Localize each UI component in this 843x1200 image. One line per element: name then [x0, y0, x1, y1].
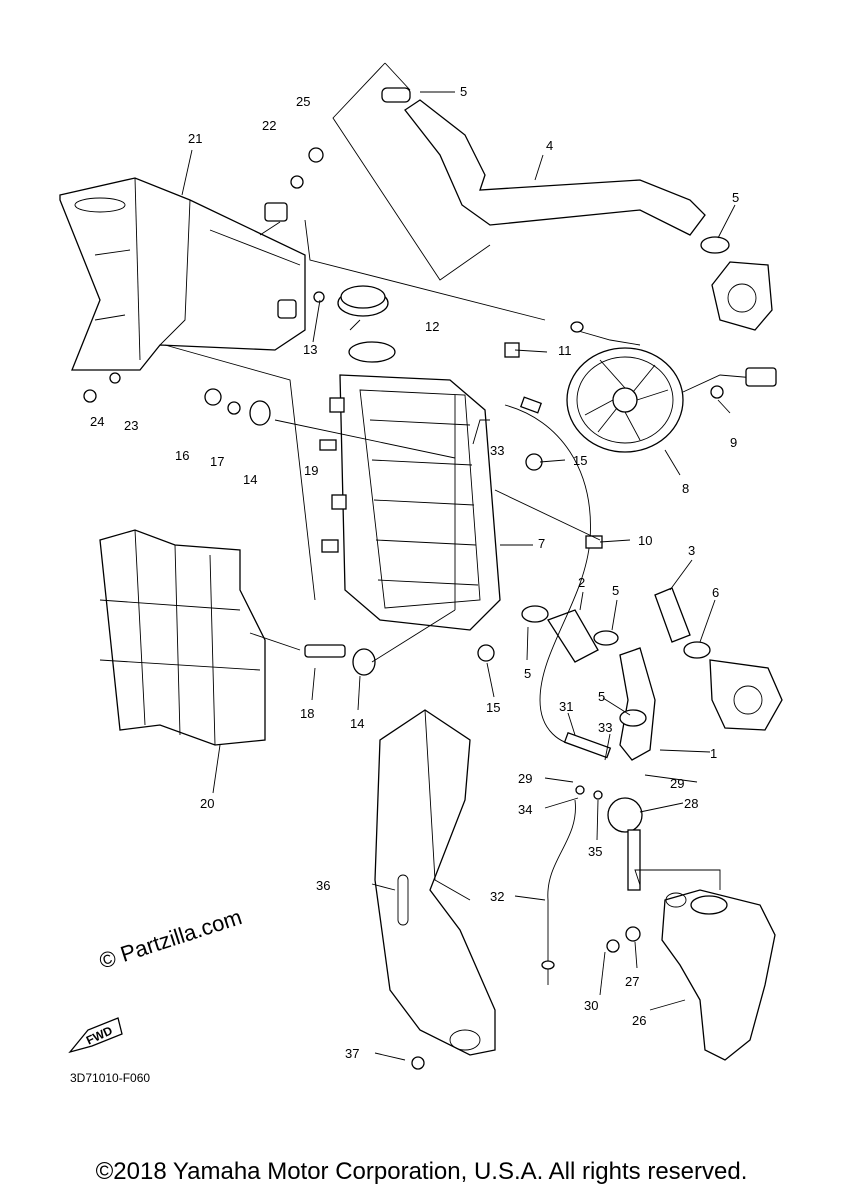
callout-37: 37: [345, 1046, 359, 1061]
callout-25: 25: [296, 94, 310, 109]
callout-14: 14: [350, 716, 364, 731]
callout-1: 1: [710, 746, 717, 761]
fastener-drawings: [83, 147, 724, 1070]
leader-lines: [164, 62, 736, 1061]
radiator-louver-drawing: [99, 529, 266, 746]
callout-20: 20: [200, 796, 214, 811]
callout-15: 15: [573, 453, 587, 468]
callout-24: 24: [90, 414, 104, 429]
callout-28: 28: [684, 796, 698, 811]
radiator-core-drawing: [319, 374, 501, 631]
callout-8: 8: [682, 481, 689, 496]
callout-30: 30: [584, 998, 598, 1013]
forward-direction-arrow: FWD: [68, 1017, 123, 1054]
callout-11: 11: [558, 343, 572, 358]
callout-14: 14: [243, 472, 257, 487]
callout-13: 13: [303, 342, 317, 357]
callout-3: 3: [688, 543, 695, 558]
callout-33: 33: [598, 720, 612, 735]
callout-6: 6: [712, 585, 719, 600]
callout-5: 5: [524, 666, 531, 681]
callout-23: 23: [124, 418, 138, 433]
callout-9: 9: [730, 435, 737, 450]
radiator-cap-drawing: [337, 285, 396, 363]
callout-33: 33: [490, 443, 504, 458]
callout-5: 5: [612, 583, 619, 598]
callout-22: 22: [262, 118, 276, 133]
callout-31: 31: [559, 699, 573, 714]
side-guard-drawing: [374, 709, 496, 1056]
callout-5: 5: [598, 689, 605, 704]
fwd-label: FWD: [84, 1023, 115, 1047]
callout-2: 2: [578, 575, 585, 590]
breather-tubes-drawing: [504, 404, 643, 985]
callout-32: 32: [490, 889, 504, 904]
cooling-fan-drawing: [566, 321, 777, 453]
callout-26: 26: [632, 1013, 646, 1028]
upper-hose-drawing: [381, 87, 773, 331]
callout-36: 36: [316, 878, 330, 893]
callout-16: 16: [175, 448, 189, 463]
callout-19: 19: [304, 463, 318, 478]
radiator-cover-left-drawing: [59, 177, 306, 371]
callout-17: 17: [210, 454, 224, 469]
lower-hoses-drawing: [521, 587, 783, 761]
callout-12: 12: [425, 319, 439, 334]
callout-5: 5: [460, 84, 467, 99]
callout-27: 27: [625, 974, 639, 989]
coolant-reservoir-drawing: [661, 889, 776, 1061]
callout-34: 34: [518, 802, 532, 817]
callout-4: 4: [546, 138, 553, 153]
callout-10: 10: [638, 533, 652, 548]
diagram-code: 3D71010-F060: [70, 1071, 150, 1085]
callout-35: 35: [588, 844, 602, 859]
callout-21: 21: [188, 131, 202, 146]
callout-29: 29: [670, 776, 684, 791]
callout-18: 18: [300, 706, 314, 721]
callout-7: 7: [538, 536, 545, 551]
partzilla-watermark: © Partzilla.com: [96, 904, 245, 974]
copyright-notice: ©2018 Yamaha Motor Corporation, U.S.A. A…: [95, 1158, 748, 1185]
callout-labels: 5 4 5 25 22 21 12 13 11 23 24 16 17 14 1…: [90, 84, 739, 1061]
callout-5: 5: [732, 190, 739, 205]
callout-15: 15: [486, 700, 500, 715]
callout-29: 29: [518, 771, 532, 786]
